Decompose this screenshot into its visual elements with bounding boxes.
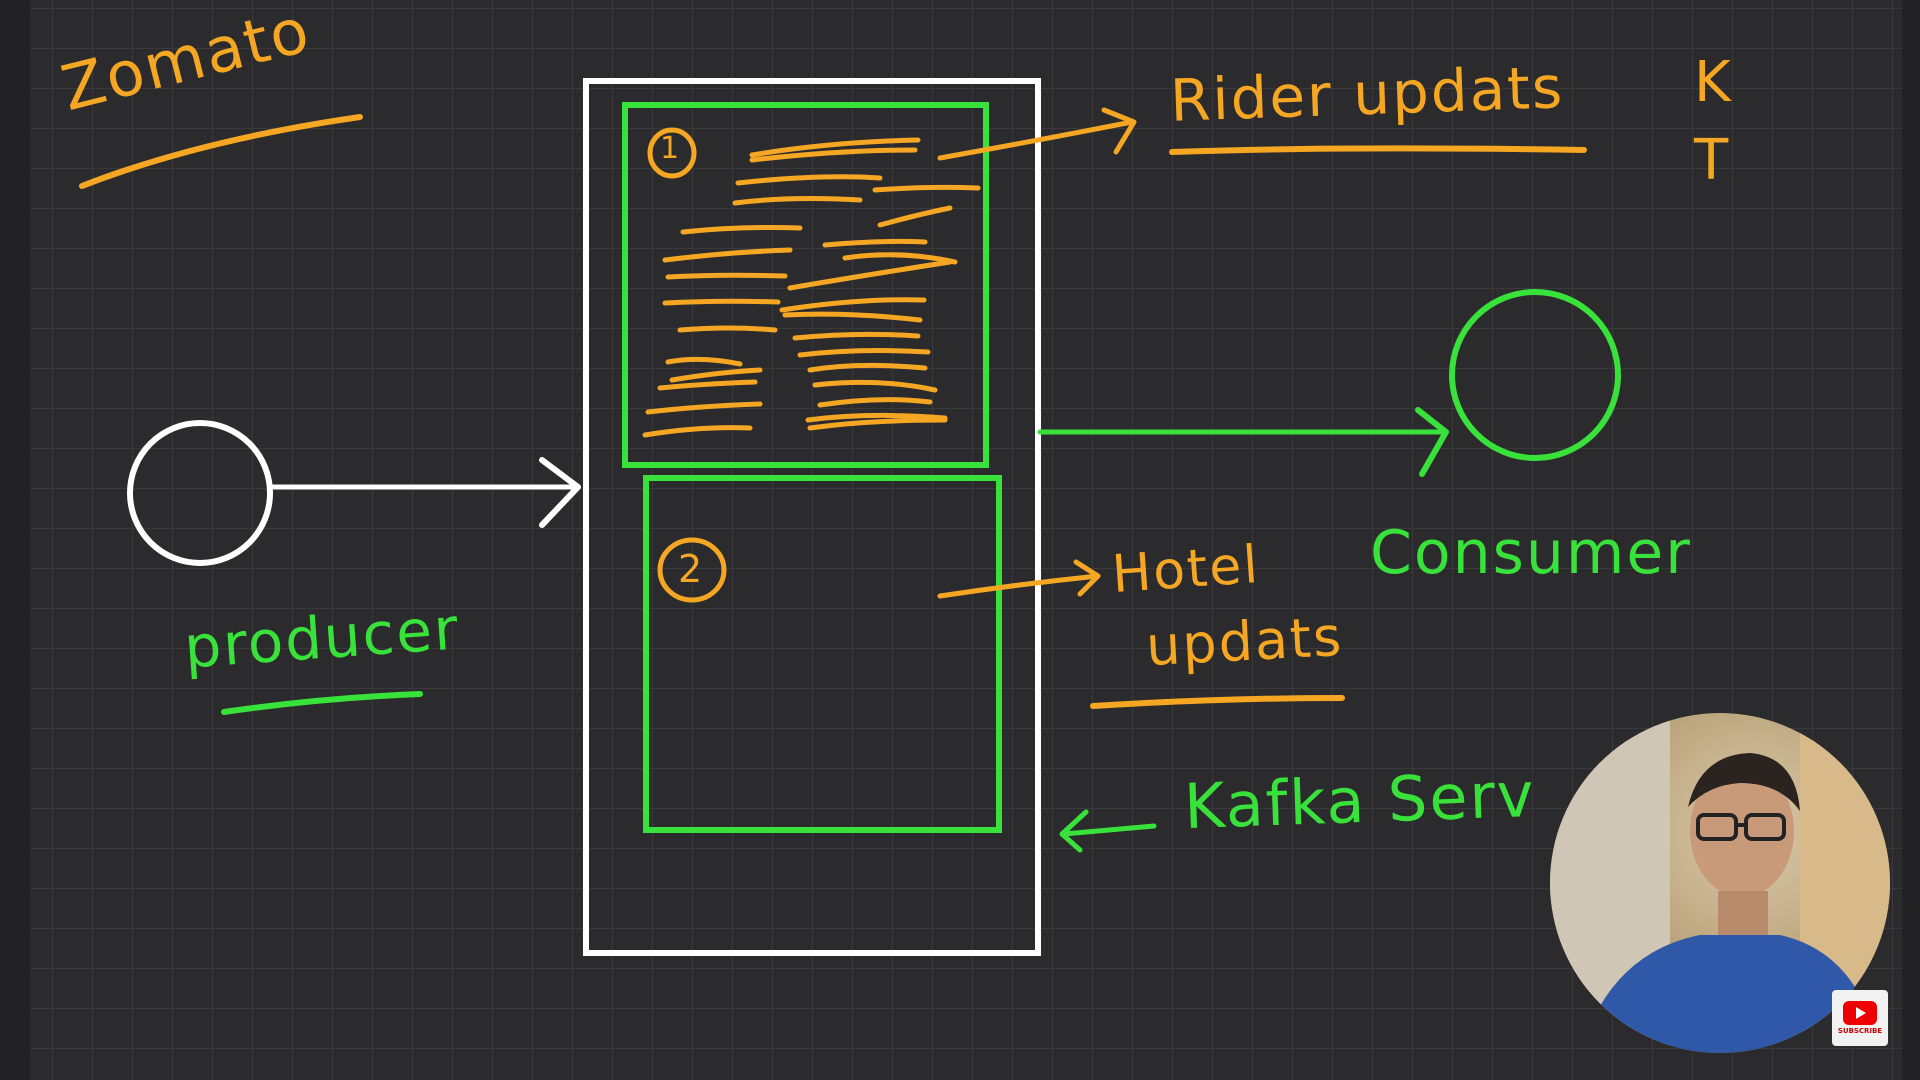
consumer-label: Consumer (1370, 518, 1692, 588)
company-underline (79, 114, 363, 189)
partition-1-number-circle (647, 127, 697, 179)
hotel-updates-underline (1090, 695, 1345, 709)
partition-2-number-circle (657, 537, 727, 603)
producer-underline (221, 691, 423, 715)
subscribe-text: SUBSCRIBE (1837, 1027, 1883, 1035)
partition-1-box (622, 102, 989, 468)
rider-updates-arrow-head (1101, 107, 1137, 155)
consumer-arrow-head (1415, 407, 1449, 477)
partition-2-box (643, 475, 1002, 833)
t-label: T (1694, 128, 1731, 193)
partition-1-messages (642, 137, 981, 438)
consumer-node (1449, 289, 1621, 461)
producer-arrow-head (539, 457, 581, 528)
partition-2-number: 2 (678, 547, 705, 591)
rider-updates-arrow-shaft (937, 119, 1135, 161)
youtube-subscribe-badge[interactable]: SUBSCRIBE (1832, 990, 1888, 1046)
hotel-updates-arrow-head (1073, 559, 1101, 597)
kafka-server-box (583, 78, 1041, 956)
k-label: K (1694, 50, 1733, 115)
hotel-updates-label-line1: Hotel (1110, 534, 1262, 606)
partition-1-number: 1 (660, 131, 682, 166)
kafka-server-label: Kafka Serv (1182, 757, 1537, 844)
youtube-play-icon (1843, 1001, 1877, 1025)
hotel-updates-label-line2: updats (1144, 604, 1345, 679)
kafka-server-pointer-head (1059, 809, 1089, 853)
right-frame-edge (1902, 0, 1920, 1080)
rider-updates-label: Rider updats (1168, 53, 1566, 135)
hotel-updates-arrow-shaft (937, 573, 1101, 599)
rider-updates-underline (1169, 145, 1587, 155)
left-frame-edge (0, 0, 30, 1080)
kafka-server-pointer-shaft (1061, 823, 1157, 837)
producer-node (127, 420, 273, 566)
